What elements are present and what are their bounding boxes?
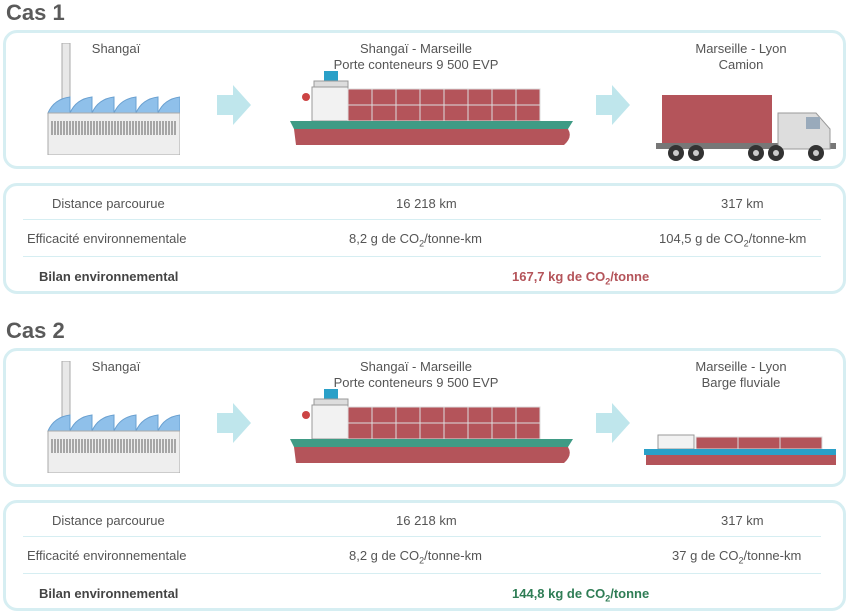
efficiency-leg1: 8,2 g de CO2/tonne-km bbox=[349, 548, 482, 566]
distance-leg2: 317 km bbox=[721, 196, 764, 211]
truck-icon bbox=[656, 95, 836, 161]
leg1-vehicle: Porte conteneurs 9 500 EVP bbox=[333, 375, 499, 390]
container-ship-icon bbox=[290, 389, 573, 463]
distance-leg2: 317 km bbox=[721, 513, 764, 528]
case-title: Cas 2 bbox=[6, 318, 65, 343]
data-table-panel: Distance parcourue 16 218 km 317 km Effica… bbox=[3, 183, 846, 294]
arrow-right-icon bbox=[596, 403, 630, 443]
leg2-route: Marseille - Lyon bbox=[695, 41, 787, 56]
bilan-label: Bilan environnemental bbox=[39, 269, 179, 284]
bilan-value: 167,7 kg de CO2/tonne bbox=[512, 269, 650, 287]
data-table-panel: Distance parcourue 16 218 km 317 km Effica… bbox=[3, 500, 846, 611]
origin-label: Shangaï bbox=[91, 359, 141, 374]
efficiency-label: Efficacité environnementale bbox=[27, 548, 187, 563]
row-divider bbox=[23, 256, 821, 257]
bilan-value: 144,8 kg de CO2/tonne bbox=[512, 586, 650, 604]
leg1-route: Shangaï - Marseille bbox=[360, 41, 472, 56]
bilan-label: Bilan environnemental bbox=[39, 586, 179, 601]
arrow-right-icon bbox=[596, 85, 630, 125]
distance-label: Distance parcourue bbox=[52, 513, 165, 528]
distance-leg1: 16 218 km bbox=[396, 513, 457, 528]
origin-label: Shangaï bbox=[91, 41, 141, 56]
arrow-right-icon bbox=[217, 85, 251, 125]
efficiency-leg2: 104,5 g de CO2/tonne-km bbox=[659, 231, 807, 249]
container-ship-icon bbox=[290, 71, 573, 145]
leg1-route: Shangaï - Marseille bbox=[360, 359, 472, 374]
factory-icon bbox=[47, 361, 180, 473]
efficiency-leg1: 8,2 g de CO2/tonne-km bbox=[349, 231, 482, 249]
arrow-right-icon bbox=[217, 403, 251, 443]
row-divider bbox=[23, 573, 821, 574]
leg2-vehicle: Camion bbox=[718, 57, 764, 72]
case-title: Cas 1 bbox=[6, 0, 65, 25]
efficiency-label: Efficacité environnementale bbox=[27, 231, 187, 246]
leg2-route: Marseille - Lyon bbox=[695, 359, 787, 374]
factory-icon bbox=[47, 43, 180, 155]
row-divider bbox=[23, 219, 821, 220]
efficiency-leg2: 37 g de CO2/tonne-km bbox=[672, 548, 802, 566]
barge-icon bbox=[644, 434, 836, 465]
distance-label: Distance parcourue bbox=[52, 196, 165, 211]
leg1-vehicle: Porte conteneurs 9 500 EVP bbox=[333, 57, 499, 72]
leg2-vehicle: Barge fluviale bbox=[701, 375, 781, 390]
distance-leg1: 16 218 km bbox=[396, 196, 457, 211]
row-divider bbox=[23, 536, 821, 537]
